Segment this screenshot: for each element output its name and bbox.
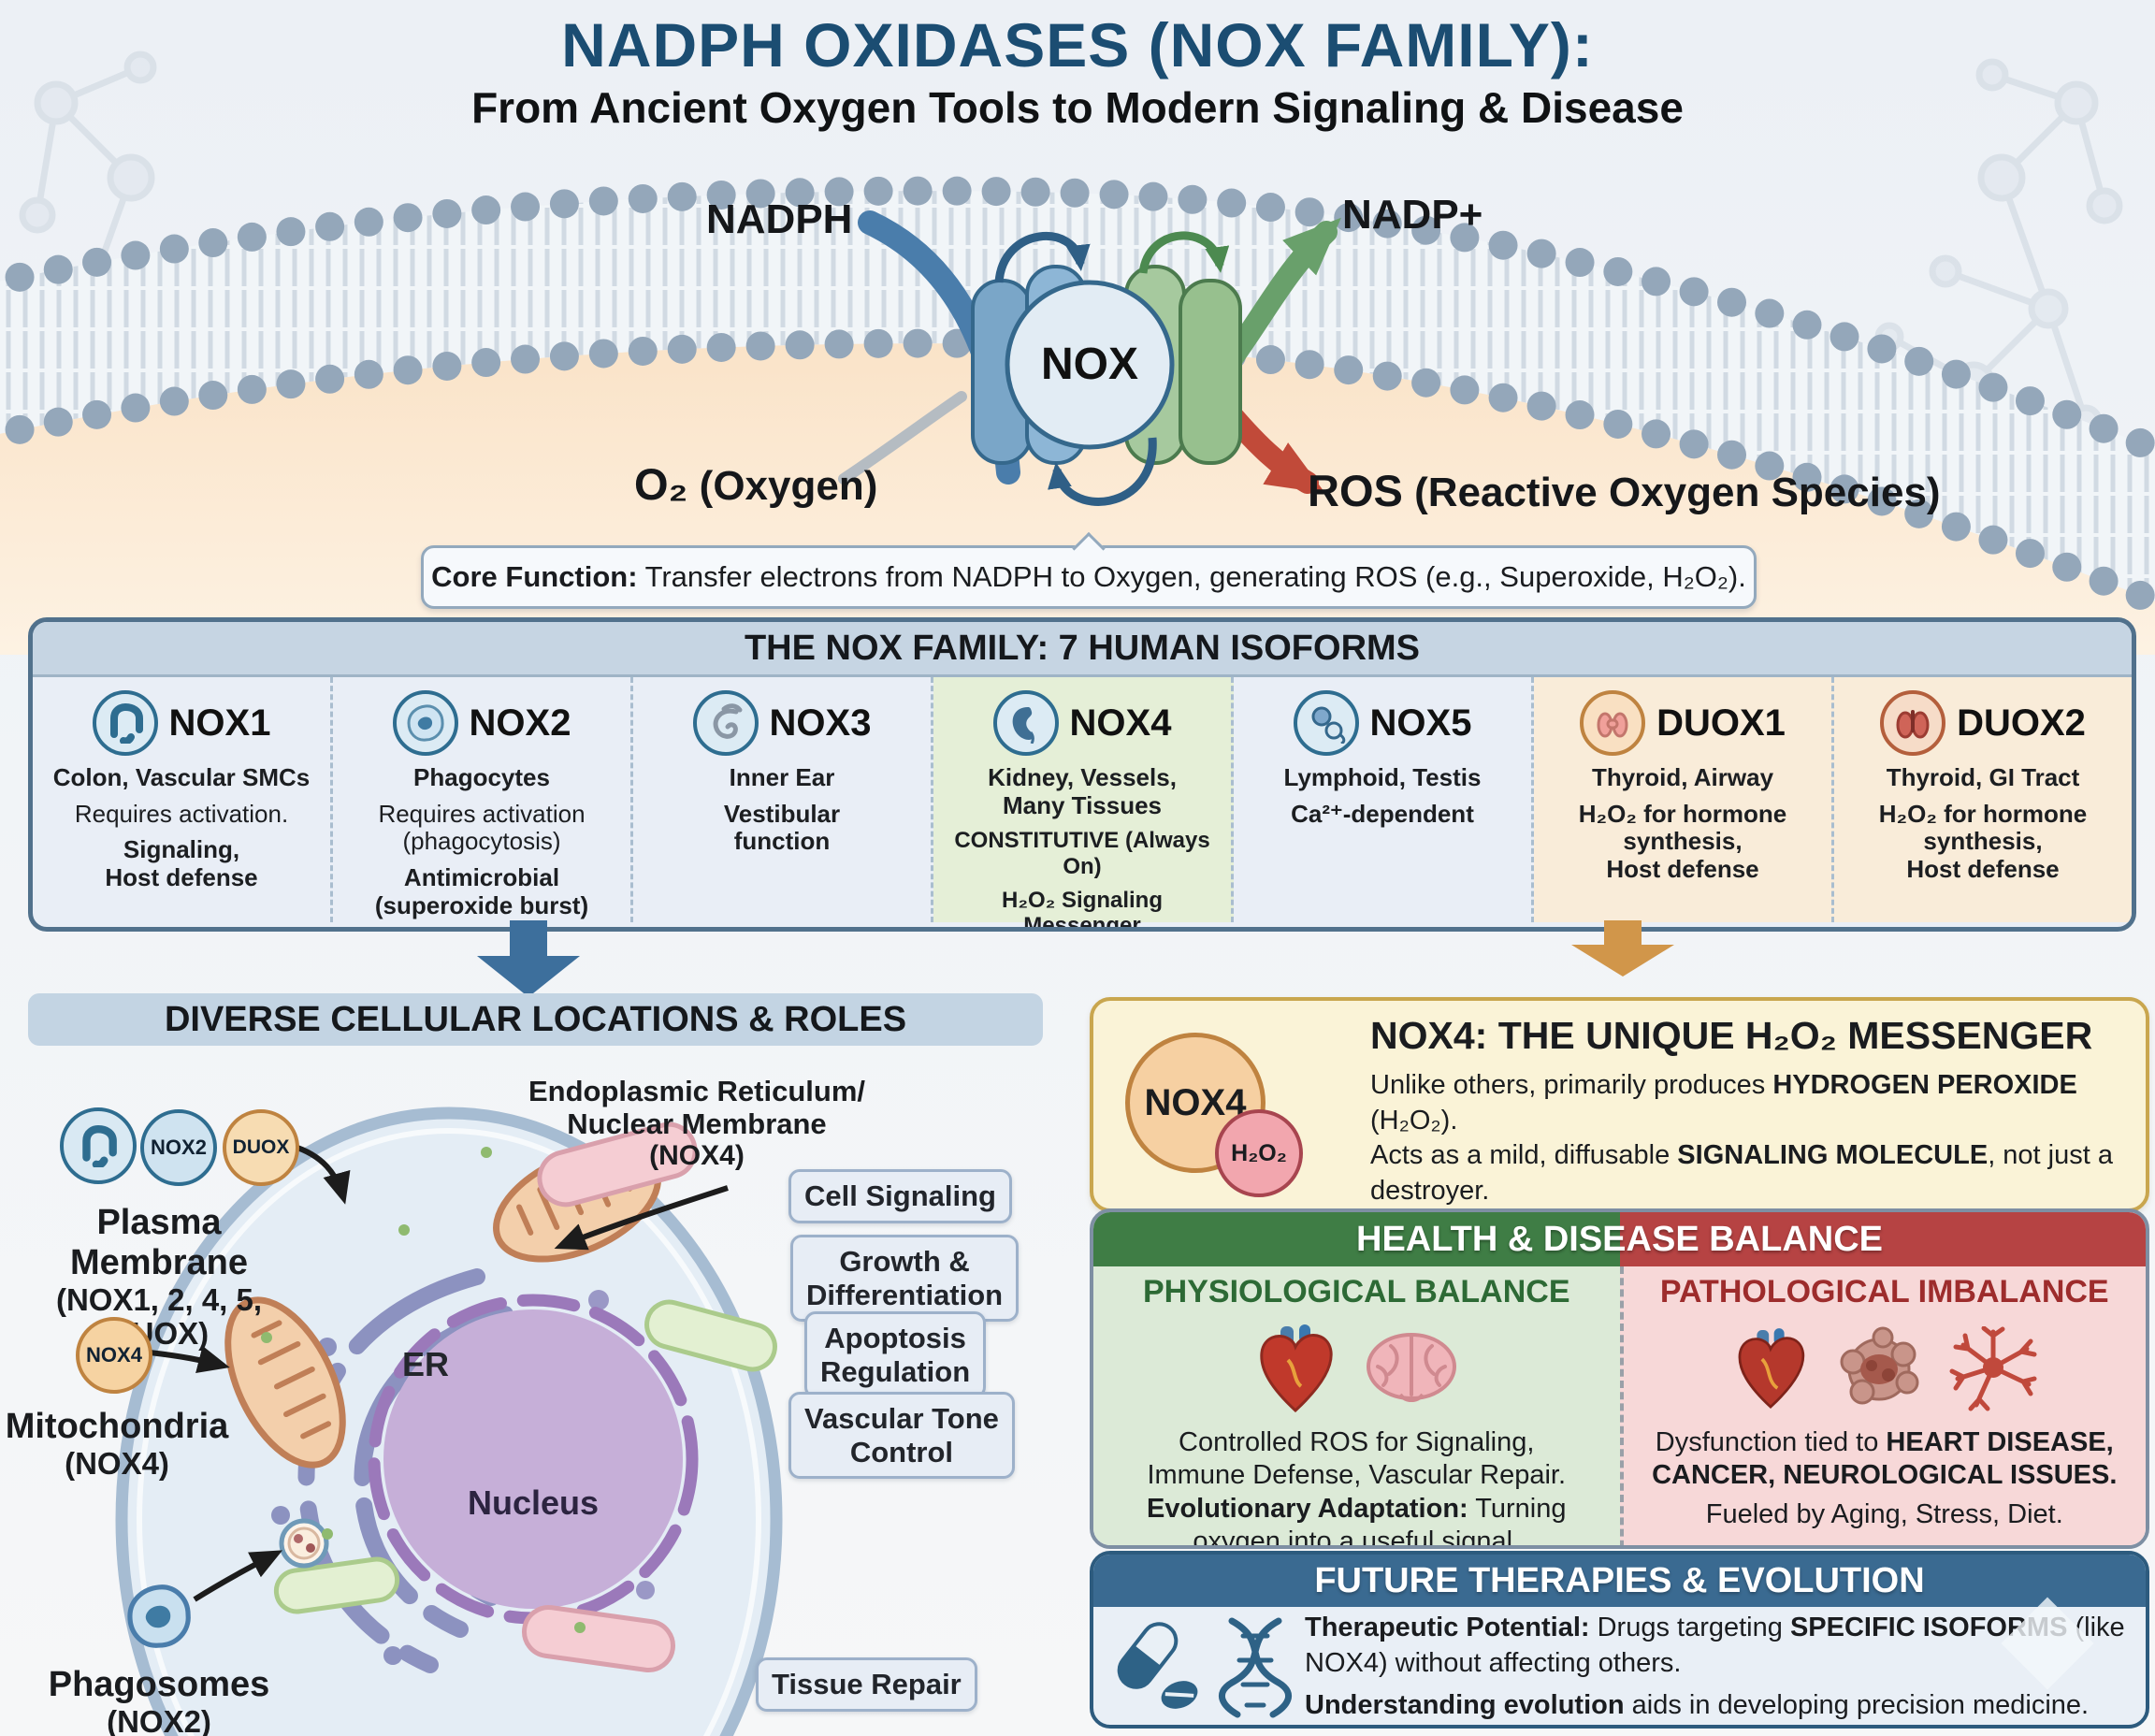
dna-icon — [1218, 1617, 1293, 1718]
heart-icon — [1260, 1324, 1333, 1413]
organelle-pink-2 — [522, 1604, 675, 1673]
nox4-location-badge: NOX4 — [76, 1317, 152, 1394]
ros-label: ROS (Reactive Oxygen Species) — [1308, 466, 1941, 515]
core-function-bar: Core Function: Transfer electrons from N… — [421, 545, 1757, 609]
nox-complex — [838, 210, 1341, 506]
role-vascular-tone: Vascular Tone Control — [788, 1392, 1015, 1480]
organelle-green-2 — [273, 1556, 400, 1614]
arrow-phagocyte-to-phagosome — [193, 1550, 283, 1602]
duox-location-badge: DUOX — [223, 1109, 299, 1186]
role-tissue-repair: Tissue Repair — [756, 1657, 977, 1712]
pathological-text-2: Fueled by Aging, Stress, Diet. — [1705, 1498, 2063, 1529]
phagosomes-label: Phagosomes (NOX2) — [48, 1665, 270, 1736]
electron-loop-bottom-blue — [1048, 437, 1157, 506]
pathological-text-1: Dysfunction tied to HEART DISEASE, CANCE… — [1652, 1427, 2118, 1491]
arrow-er-label-to-er — [554, 1185, 729, 1251]
therapy-icons — [1110, 1615, 1305, 1720]
mitochondrion-2 — [224, 1296, 346, 1468]
organelle-pink-1 — [537, 1121, 698, 1208]
therapy-text: Therapeutic Potential: Drugs targeting S… — [1305, 1613, 2125, 1721]
isoform-card-nox1: NOX1 Colon, Vascular SMCs Requires activ… — [33, 677, 333, 922]
nox-complex-label: NOX — [1040, 340, 1138, 389]
colon-location-icon — [60, 1107, 137, 1184]
arrow-nox4-to-mitochondria — [149, 1345, 230, 1373]
tumor-icon — [1840, 1326, 1919, 1405]
thyroid-gi-icon — [1880, 690, 1946, 756]
pathological-panel: PATHOLOGICAL IMBALANCE — [1619, 1266, 2146, 1545]
er-label: ER — [402, 1345, 450, 1383]
arrow-duox-to-membrane — [291, 1143, 351, 1205]
page-subtitle: From Ancient Oxygen Tools to Modern Sign… — [471, 83, 1684, 132]
phagocyte-icon — [392, 690, 458, 756]
nox4-badge: NOX4 — [1125, 1033, 1266, 1173]
nucleus — [383, 1309, 683, 1609]
physiological-text-1: Controlled ROS for Signaling, Immune Def… — [1147, 1427, 1567, 1491]
phagosome — [279, 1518, 329, 1569]
isoform-card-nox5: NOX5 Lymphoid, Testis Ca²⁺-dependent — [1234, 677, 1534, 922]
nadp-label: NADP+ — [1342, 192, 1483, 238]
nox2-location-badge: NOX2 — [140, 1109, 217, 1186]
diseased-heart-icon — [1738, 1328, 1804, 1410]
lipid-heads-top-row — [0, 176, 2155, 465]
kidney-icon — [992, 690, 1059, 756]
locations-header: DIVERSE CELLULAR LOCATIONS & ROLES — [28, 993, 1043, 1046]
cell-diagram — [115, 1107, 783, 1736]
health-disease-header: HEALTH & DISEASE BALANCE — [1093, 1212, 2146, 1266]
future-therapies-header: FUTURE THERAPIES & EVOLUTION — [1093, 1555, 2146, 1607]
isoform-card-nox2: NOX2 Phagocytes Requires activation (pha… — [333, 677, 633, 922]
physiological-panel: PHYSIOLOGICAL BALANCE Controlled ROS for… — [1093, 1266, 1620, 1549]
future-therapies-box: FUTURE THERAPIES & EVOLUTION — [1090, 1551, 2149, 1729]
pills-icon — [1117, 1621, 1198, 1709]
nox4-messenger-box: NOX4 H₂O₂ NOX4: THE UNIQUE H₂O₂ MESSENGE… — [1090, 997, 2149, 1241]
mitochondria-label: Mitochondria (NOX4) — [5, 1407, 229, 1481]
er-nuclear-membrane-label: Endoplasmic Reticulum/ Nuclear Membrane … — [528, 1075, 865, 1172]
isoform-card-nox4: NOX4 Kidney, Vessels, Many Tissues CONST… — [933, 677, 1234, 927]
isoform-card-nox3: NOX3 Inner Ear Vestibular function — [633, 677, 933, 922]
nucleus-label: Nucleus — [467, 1483, 600, 1522]
oxygen-label: O₂ (Oxygen) — [634, 459, 878, 509]
brain-icon — [1367, 1333, 1457, 1402]
thyroid-icon — [1580, 690, 1646, 756]
h2o2-badge: H₂O₂ — [1215, 1109, 1303, 1197]
neuron-icon — [1949, 1326, 2037, 1411]
role-apoptosis-regulation: Apoptosis Regulation — [804, 1311, 987, 1399]
phagocyte-location-icon — [123, 1581, 195, 1652]
isoform-card-duox2: DUOX2 Thyroid, GI Tract H₂O₂ for hormone… — [1834, 677, 2132, 922]
o2-entry-curve — [838, 391, 967, 485]
lymphocyte-icon — [1293, 690, 1359, 756]
role-cell-signaling: Cell Signaling — [788, 1169, 1012, 1223]
health-disease-box: HEALTH & DISEASE BALANCE PHYSIOLOGICAL B… — [1090, 1208, 2149, 1549]
electron-loop-top-blue — [994, 232, 1091, 283]
isoform-cards: NOX1 Colon, Vascular SMCs Requires activ… — [33, 677, 2132, 927]
nox4-box-title: NOX4: THE UNIQUE H₂O₂ MESSENGER — [1370, 1014, 2093, 1057]
organelle-green-1 — [644, 1299, 777, 1372]
down-arrow-orange — [1571, 920, 1674, 976]
electron-loop-top-green — [1138, 231, 1230, 274]
page-title: NADPH OXIDASES (NOX FAMILY): — [561, 10, 1594, 80]
pathological-title: PATHOLOGICAL IMBALANCE — [1659, 1274, 2109, 1309]
nox-family-header: THE NOX FAMILY: 7 HUMAN ISOFORMS — [33, 622, 2132, 677]
nox-family-panel: THE NOX FAMILY: 7 HUMAN ISOFORMS NOX1 Co… — [28, 617, 2136, 932]
nox-core-circle — [1005, 280, 1175, 450]
core-function-lead: Core Function: — [431, 560, 638, 593]
role-growth-differentiation: Growth & Differentiation — [790, 1235, 1020, 1323]
physiological-text-2: Evolutionary Adaptation: Turning oxygen … — [1146, 1493, 1567, 1549]
inner-ear-icon — [692, 690, 759, 756]
colon-icon — [92, 690, 158, 756]
core-function-text: Transfer electrons from NADPH to Oxygen,… — [644, 560, 1746, 593]
isoform-card-duox1: DUOX1 Thyroid, Airway H₂O₂ for hormone s… — [1534, 677, 1834, 922]
physiological-title: PHYSIOLOGICAL BALANCE — [1142, 1274, 1570, 1309]
plasma-membrane-label: Plasma Membrane (NOX1, 2, 4, 5, DUOX) — [55, 1203, 263, 1352]
down-arrow-blue — [477, 920, 580, 997]
nadph-label: NADPH — [706, 196, 853, 242]
